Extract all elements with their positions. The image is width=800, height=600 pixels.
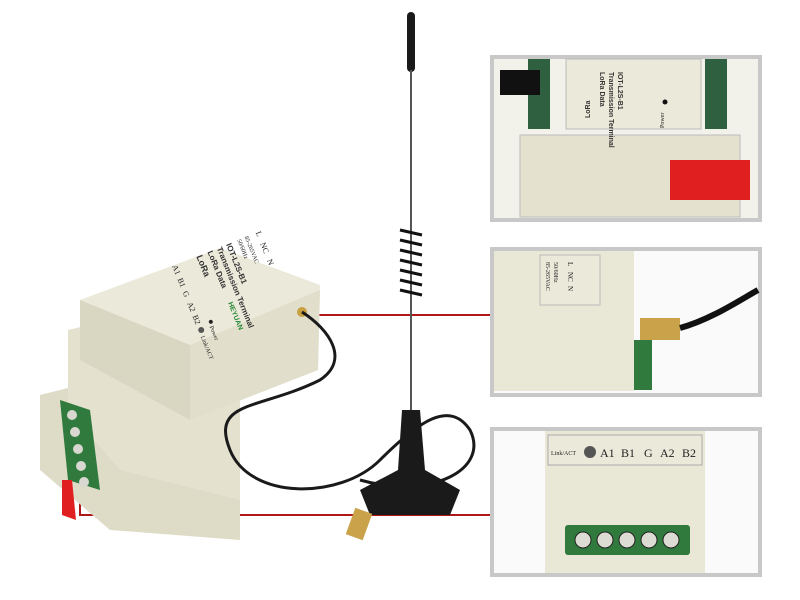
- power-terminal-label: NC: [258, 241, 271, 255]
- inset-top-view: LoRa Data Transmission Terminal IOT-L2S-…: [490, 55, 762, 222]
- terminal-label: A2: [660, 446, 675, 460]
- power-terminal-label: L: [566, 262, 574, 266]
- terminal-label: B1: [621, 446, 635, 460]
- terminal-label: G: [181, 290, 192, 299]
- inset-model: IOT-L2S-B1: [616, 72, 623, 110]
- terminal-block: [60, 400, 100, 490]
- terminal-label: A1: [600, 446, 615, 460]
- inset-lora-logo: LoRa: [585, 100, 592, 118]
- inset-power-led: [662, 99, 668, 105]
- inset-power-led-label: Power: [660, 113, 666, 128]
- terminal-label: B1: [176, 277, 188, 289]
- power-terminal-label: N: [265, 258, 276, 267]
- inset-terminal-block: Link/ACT A1 B1 G A2 B2: [490, 427, 762, 577]
- power-terminal-label: N: [566, 286, 574, 291]
- power-spec: 85-265VAC: [544, 262, 550, 291]
- terminal-label: A1: [170, 264, 182, 276]
- power-frequency: 50/60Hz: [552, 262, 558, 283]
- inset-antenna-connector: L NC N 85-265VAC 50/60Hz: [490, 247, 762, 397]
- terminal-label: B2: [682, 446, 696, 460]
- terminal-label: A2: [185, 301, 197, 313]
- power-terminal-label: L: [254, 230, 264, 238]
- inset-subtitle: Transmission Terminal: [607, 72, 614, 148]
- inset-title: LoRa Data: [598, 72, 605, 107]
- link-act-led: [584, 446, 596, 458]
- power-led: [208, 319, 213, 324]
- din-clip: [62, 480, 76, 520]
- antenna: [224, 12, 476, 541]
- main-device: L NC N 85-265VAC 50/60Hz IOT-L2S-B1 Tran…: [40, 230, 320, 540]
- power-led-label: Power: [208, 325, 219, 341]
- terminal-label: B2: [191, 314, 203, 326]
- power-terminal-label: NC: [566, 272, 574, 282]
- link-act-label: Link/ACT: [551, 451, 576, 457]
- terminal-label: G: [644, 446, 653, 460]
- link-act-led: [198, 327, 205, 334]
